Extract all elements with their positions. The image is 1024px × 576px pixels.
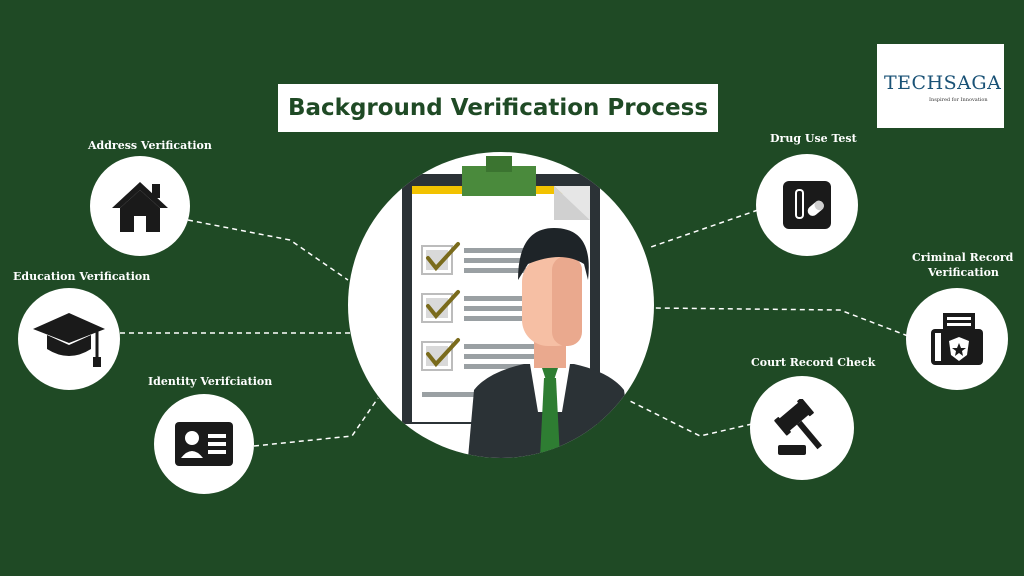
graduation-cap-icon xyxy=(31,309,107,369)
test-tube-pill-icon xyxy=(783,181,831,229)
logo-tagline: Inspired for Innovation xyxy=(929,97,988,103)
criminal-record-node xyxy=(906,288,1008,390)
criminal-record-label-line1: Criminal Record xyxy=(912,251,1013,264)
criminal-record-label-line2: Verification xyxy=(928,266,999,279)
address-verification-label: Address Verification xyxy=(88,139,212,152)
id-card-icon xyxy=(175,422,233,466)
logo-name: TECHSAGA xyxy=(884,72,1001,94)
court-record-check-label: Court Record Check xyxy=(751,356,875,369)
education-verification-node xyxy=(18,288,120,390)
house-icon xyxy=(110,178,170,234)
education-verification-label: Education Verification xyxy=(13,270,150,283)
court-record-check-node xyxy=(750,376,854,480)
clipboard-businessman-icon xyxy=(348,152,654,458)
identity-verification-node xyxy=(154,394,254,494)
connector-court xyxy=(628,400,752,436)
page-title: Background Verification Process xyxy=(288,95,708,121)
center-illustration xyxy=(348,152,654,458)
connector-drug xyxy=(648,210,758,248)
connector-address xyxy=(188,220,348,280)
techsaga-logo: TECHSAGA Inspired for Innovation xyxy=(877,44,1004,128)
gavel-icon xyxy=(772,399,832,457)
address-verification-node xyxy=(90,156,190,256)
connector-criminal xyxy=(654,308,908,336)
connector-identity xyxy=(254,398,378,446)
police-badge-folder-icon xyxy=(929,311,985,367)
drug-use-test-label: Drug Use Test xyxy=(770,132,857,145)
title-banner: Background Verification Process xyxy=(278,84,718,132)
identity-verification-label: Identity Verifciation xyxy=(148,375,272,388)
drug-use-test-node xyxy=(756,154,858,256)
